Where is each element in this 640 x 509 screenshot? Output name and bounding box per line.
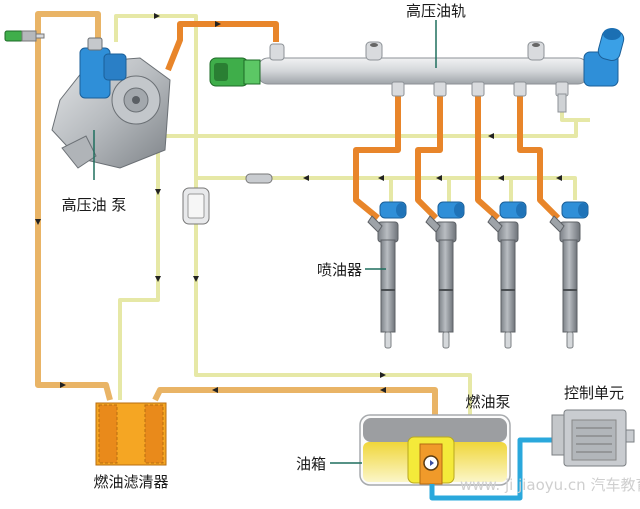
injector-3 (487, 201, 527, 349)
high-pressure-rail (209, 28, 625, 113)
injectors (367, 201, 589, 349)
injector-1 (367, 201, 407, 349)
label-high-pressure-rail: 高压油轨 (406, 2, 466, 20)
return-line-injectors (196, 176, 577, 200)
arrow-icon (498, 175, 504, 181)
arrow-icon (436, 175, 442, 181)
arrow-icon (378, 175, 384, 181)
label-fuel-filter: 燃油滤清器 (93, 473, 168, 491)
arrow-icon (215, 21, 221, 27)
label-high-pressure-pump: 高压油 泵 (62, 196, 127, 214)
label-control-unit: 控制单元 (564, 384, 624, 402)
flow-arrows (35, 13, 562, 393)
hp-line-inj1 (353, 95, 401, 221)
supply-line-pump-to-filter (35, 11, 113, 401)
control-unit (551, 409, 635, 467)
arrow-icon (303, 175, 309, 181)
watermark: www. ji jiaoyu.cn 汽车教育 (460, 476, 640, 494)
arrow-icon (60, 382, 66, 388)
fuel-temperature-sensor (4, 30, 45, 42)
high-pressure-lines (165, 21, 561, 221)
return-line-main (118, 120, 578, 400)
arrow-icon (155, 276, 161, 282)
label-fuel-pump: 燃油泵 (465, 393, 510, 411)
rail-pressure-sensor (209, 57, 261, 87)
injector-2 (425, 201, 465, 349)
hp-line-inj3 (475, 95, 501, 221)
arrow-icon (155, 189, 161, 195)
return-line-valve (245, 173, 273, 184)
arrow-icon (154, 13, 160, 19)
high-pressure-pump (51, 37, 171, 169)
arrow-icon (380, 387, 386, 393)
fuel-pump (407, 436, 455, 485)
fuel-filter (95, 402, 167, 466)
hp-line-inj4 (517, 95, 561, 221)
arrow-icon (212, 387, 218, 393)
pressure-control-valve (583, 28, 625, 87)
return-line-rail (560, 112, 590, 122)
arrow-icon (380, 372, 386, 378)
hp-line-pump-to-rail (165, 21, 279, 72)
return-line-damper (182, 187, 210, 225)
arrow-icon (556, 175, 562, 181)
electrical-line (429, 437, 556, 501)
injector-4 (549, 201, 589, 349)
hp-line-inj2 (415, 95, 443, 221)
label-injector: 喷油器 (317, 261, 362, 279)
label-fuel-tank: 油箱 (296, 455, 326, 473)
arrow-icon (488, 133, 494, 139)
arrow-icon (193, 276, 199, 282)
arrow-icon (35, 219, 41, 225)
